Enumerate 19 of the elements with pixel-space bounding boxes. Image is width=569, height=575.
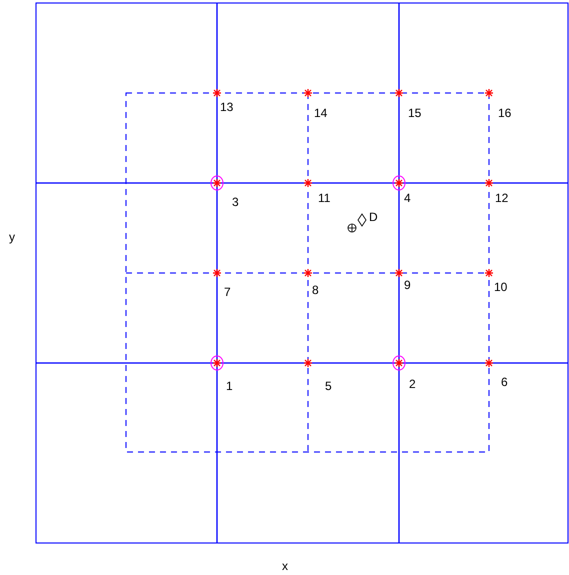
point-label: 11: [318, 191, 330, 205]
point-label: 12: [495, 191, 508, 205]
point-label: 2: [409, 377, 416, 391]
point-label: 1: [226, 379, 233, 393]
point-label: 8: [312, 283, 319, 297]
point-label: 3: [232, 195, 239, 209]
point-label: D: [369, 210, 378, 224]
axis-label: y: [9, 230, 15, 244]
point-label: 4: [404, 191, 411, 205]
point-label: 13: [220, 100, 234, 114]
point-label: 10: [494, 280, 508, 294]
point-label: 15: [408, 106, 422, 120]
axis-label: x: [282, 559, 288, 573]
point-label: 6: [501, 375, 508, 389]
point-label: 7: [224, 285, 231, 299]
point-label: 9: [404, 278, 411, 292]
point-label: 14: [314, 106, 328, 120]
point-label: 5: [325, 379, 332, 393]
point-label: 16: [498, 106, 512, 120]
